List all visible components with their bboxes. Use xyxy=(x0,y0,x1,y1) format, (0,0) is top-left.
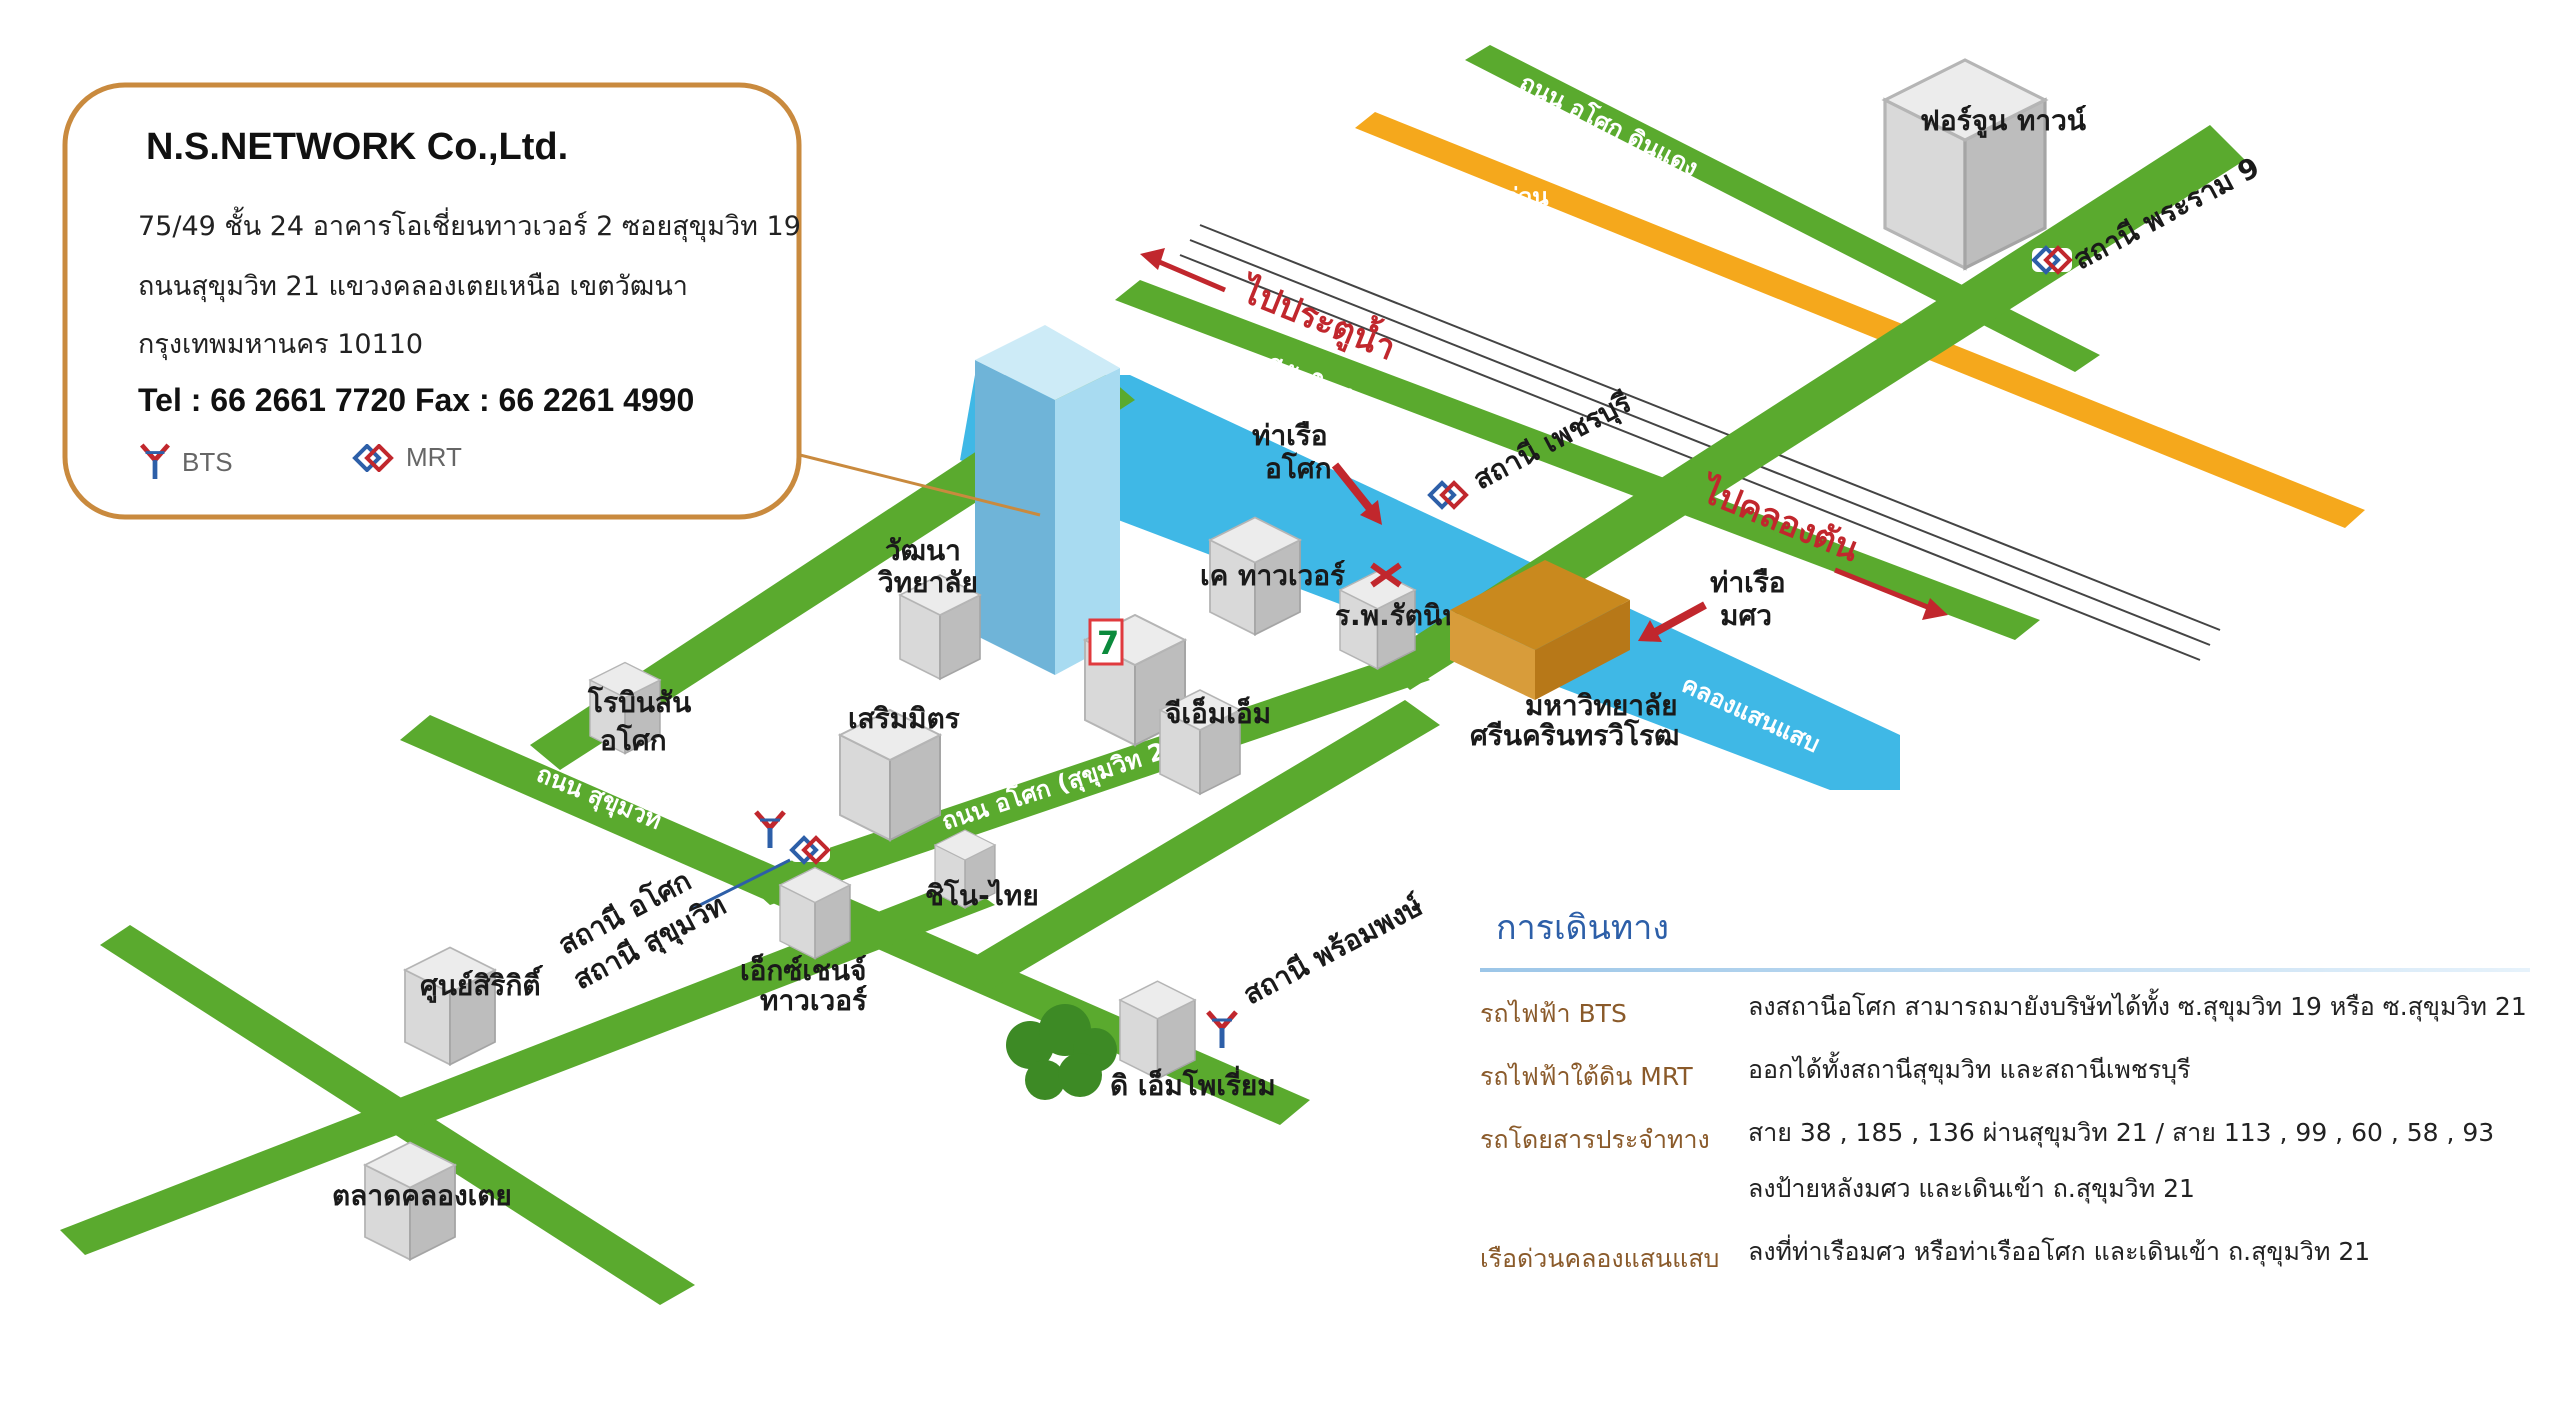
pier-arrow-asok xyxy=(1331,462,1382,525)
travel-desc: ลงที่ท่าเรือมศว หรือท่าเรืออโศก และเดินเ… xyxy=(1748,1237,2371,1266)
station-pointer-line xyxy=(689,858,791,912)
travel-title-rule xyxy=(1480,968,2530,972)
mrt-phetchaburi-icon xyxy=(1426,481,1470,509)
travel-title: การเดินทาง xyxy=(1496,908,1669,948)
bts-asok-icon xyxy=(756,812,784,848)
expressway-label: ทางด่วน xyxy=(1462,183,1549,211)
label-khlongtoei: ตลาดคลองเตย xyxy=(332,1179,512,1212)
label-station-phromphong: สถานี พร้อมพงษ์ xyxy=(1238,889,1429,1011)
swu-building xyxy=(1450,560,1630,700)
travel-row-boat: เรือด่วนคลองแสนแสบ ลงที่ท่าเรือมศว หรือท… xyxy=(1480,1237,2530,1280)
label-fortune-town: ฟอร์จูน ทาวน์ xyxy=(1920,104,2086,138)
address-line-1: 75/49 ชั้น 24 อาคารโอเชี่ยนทาวเวอร์ 2 ซอ… xyxy=(138,211,801,242)
legend-bts-label: BTS xyxy=(182,446,233,477)
address-line-3: กรุงเทพมหานคร 10110 xyxy=(138,329,424,360)
ocean-tower-building xyxy=(975,325,1120,675)
travel-mode: รถไฟฟ้าใต้ดิน MRT xyxy=(1480,1062,1693,1091)
road-cross-sw xyxy=(60,880,995,1255)
road-label-asok-s21: ถนน อโศก (สุขุมวิท 21) xyxy=(938,727,1196,837)
railway-tracks xyxy=(1179,224,2221,661)
hospital-cross-icon xyxy=(1370,562,1402,588)
pier-arrow-mashwa xyxy=(1638,601,1707,642)
label-sirikit: ศูนย์สิริกิติ์ xyxy=(420,965,543,1003)
speech-bubble-frame xyxy=(62,82,802,520)
label-robinson-1: โรบินสัน xyxy=(587,685,691,719)
label-pier-mashwa-1: ท่าเรือ xyxy=(1710,566,1786,599)
exchange-building xyxy=(779,866,851,960)
emporium-building xyxy=(1119,980,1196,1080)
label-swu-1: มหาวิทยาลัย xyxy=(1525,689,1678,722)
travel-info-panel: การเดินทาง รถไฟฟ้า BTS ลงสถานีอโศก สามาร… xyxy=(1480,900,2530,1280)
travel-mode: รถไฟฟ้า BTS xyxy=(1480,999,1627,1028)
label-exchange-2: ทาวเวอร์ xyxy=(760,984,867,1017)
travel-mode: เรือด่วนคลองแสนแสบ xyxy=(1480,1244,1720,1273)
travel-desc: ลงสถานีอโศก สามารถมายังบริษัทได้ทั้ง ซ.ส… xyxy=(1748,992,2527,1021)
label-srmitr: เสริมมิตร xyxy=(848,702,960,735)
label-wattana-2: วิทยาลัย xyxy=(877,566,978,599)
label-sinothai: ชิโน-ไทย xyxy=(925,878,1039,912)
label-swu-2: ศรีนครินทรวิโรฒ xyxy=(1470,718,1679,752)
label-robinson-2: อโศก xyxy=(600,723,667,757)
road-asok-dindaeng xyxy=(1465,45,2100,372)
trees xyxy=(1006,1004,1117,1100)
label-pier-asok-2: อโศก xyxy=(1265,451,1332,485)
road-asok-main xyxy=(1378,125,2245,690)
label-ktower: เค ทาวเวอร์ xyxy=(1200,559,1345,592)
seven-eleven-mark: 7 xyxy=(1097,624,1119,662)
travel-row-bts: รถไฟฟ้า BTS ลงสถานีอโศก สามารถมายังบริษั… xyxy=(1480,992,2530,1035)
legend-mrt: MRT xyxy=(350,442,462,473)
label-rattanin: ร.พ.รัตนิน xyxy=(1335,599,1461,632)
label-exchange-1: เอ็กซ์เชนจ์ xyxy=(740,953,866,987)
fortune-town-building xyxy=(1883,58,2047,270)
travel-row-mrt: รถไฟฟ้าใต้ดิน MRT ออกได้ทั้งสถานีสุขุมวิ… xyxy=(1480,1055,2530,1098)
canal-saensaeb xyxy=(960,375,1900,790)
road-phetchaburi xyxy=(1115,280,2040,640)
company-name: N.S.NETWORK Co.,Ltd. xyxy=(146,126,569,168)
expressway xyxy=(1355,112,2365,528)
legend-bts: BTS xyxy=(138,442,233,482)
address-line-2: ถนนสุขุมวิท 21 แขวงคลองเตยเหนือ เขตวัฒนา xyxy=(138,271,688,302)
sirikit-building xyxy=(404,946,496,1066)
label-emporium: ดิ เอ็มโพเรี่ยม xyxy=(1110,1065,1276,1102)
travel-row-bus: รถโดยสารประจำทาง สาย 38 , 185 , 136 ผ่าน… xyxy=(1480,1118,2530,1217)
road-asok-s21 xyxy=(740,655,1430,905)
seven-eleven-logo xyxy=(1088,618,1124,666)
company-info-card: N.S.NETWORK Co.,Ltd. 75/49 ชั้น 24 อาคาร… xyxy=(62,82,802,520)
road-label-asok-dindaeng: ถนน อโศก ดินแดง xyxy=(1515,68,1703,183)
mrt-sukhumvit-icon xyxy=(788,836,832,864)
mrt-logo-icon xyxy=(351,443,395,472)
arrow-to-khlongton xyxy=(1834,567,1948,620)
mrt-rama9-icon xyxy=(2030,246,2074,274)
bts-phromphong-icon xyxy=(1208,1012,1236,1048)
road-s21-prasarnmit xyxy=(960,700,1440,990)
legend-mrt-label: MRT xyxy=(406,442,462,472)
bubble-pointer-line xyxy=(799,453,1041,517)
travel-desc: สาย 38 , 185 , 136 ผ่านสุขุมวิท 21 / สาย… xyxy=(1748,1118,2495,1203)
label-pier-asok-1: ท่าเรือ xyxy=(1252,419,1328,452)
bts-logo-icon xyxy=(138,442,172,482)
travel-mode: รถโดยสารประจำทาง xyxy=(1480,1125,1710,1154)
arrow-to-pratunam xyxy=(1140,248,1226,293)
label-pier-mashwa-2: มศว xyxy=(1720,599,1772,632)
travel-desc: ออกได้ทั้งสถานีสุขุมวิท และสถานีเพชรบุรี xyxy=(1748,1055,2191,1084)
contact-numbers: Tel : 66 2661 7720 Fax : 66 2261 4990 xyxy=(138,382,695,418)
label-wattana-1: วัฒนา xyxy=(885,534,961,567)
label-gmm: จีเอ็มเอ็ม xyxy=(1164,696,1271,730)
